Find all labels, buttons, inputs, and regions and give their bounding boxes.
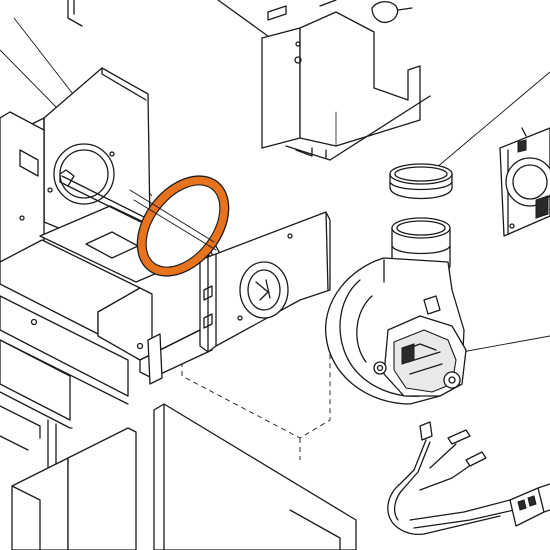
coupling-ring <box>389 163 453 200</box>
pressure-switch <box>499 127 550 237</box>
gasket-ring <box>129 175 230 277</box>
fan-mounting-plate <box>199 211 331 353</box>
top-bracket-panel <box>67 0 431 161</box>
blower-fan <box>325 217 467 405</box>
lower-frames <box>0 339 357 550</box>
wiring-harness <box>387 421 550 536</box>
